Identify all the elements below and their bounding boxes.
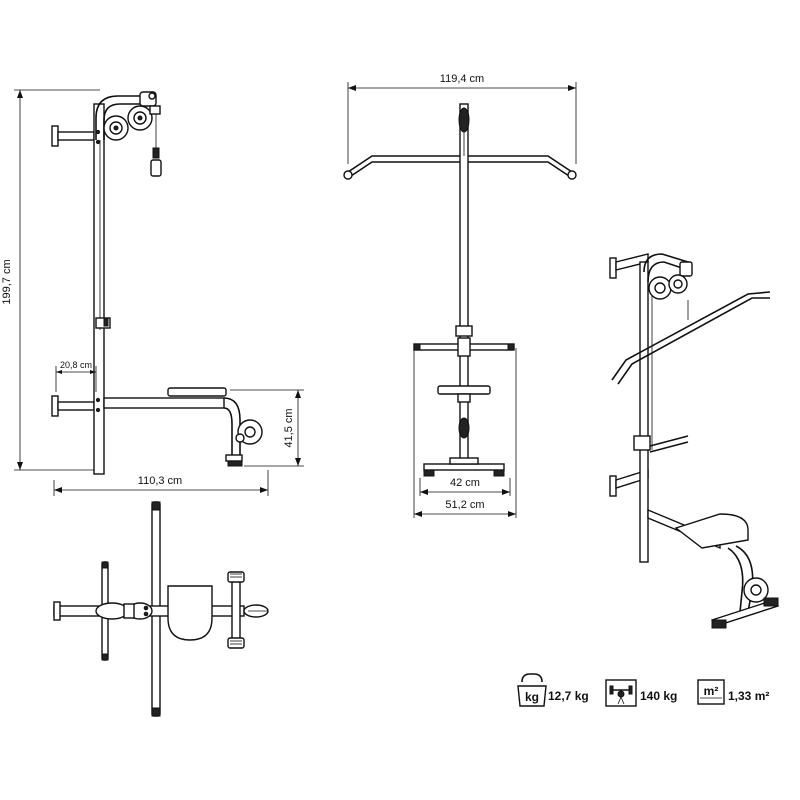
depth-dimension-label: 110,3 cm <box>138 475 182 487</box>
top-width-dimension-label: 119,4 cm <box>440 73 484 85</box>
kettlebell-kg-icon: kg <box>517 673 547 707</box>
floor-area-icon: m² <box>697 679 725 705</box>
front-view-dimensions: 119,4 cm 42 cm 51,2 cm <box>347 73 577 518</box>
side-view-dimensions: 199,7 cm 20,8 cm 110,3 cm 41,5 cm <box>1 89 304 496</box>
isometric-view <box>609 253 780 629</box>
weight-lifter-icon <box>605 679 637 707</box>
base-outer-dimension-label: 51,2 cm <box>445 499 484 511</box>
area-value: 1,33 m² <box>728 689 769 703</box>
top-view <box>53 501 269 717</box>
wall-offset-dimension-label: 20,8 cm <box>60 360 92 370</box>
seat-height-dimension-label: 41,5 cm <box>283 408 295 447</box>
specs-row: kg 12,7 kg 140 kg m² 1,33 m² <box>517 673 769 707</box>
weight-icon-text: kg <box>525 690 539 704</box>
area-icon-text: m² <box>704 684 719 698</box>
front-view <box>343 103 577 477</box>
max-load-value: 140 kg <box>640 689 677 703</box>
weight-value: 12,7 kg <box>548 689 589 703</box>
height-dimension-label: 199,7 cm <box>1 259 13 304</box>
side-view <box>51 91 263 475</box>
base-inner-dimension-label: 42 cm <box>450 477 480 489</box>
